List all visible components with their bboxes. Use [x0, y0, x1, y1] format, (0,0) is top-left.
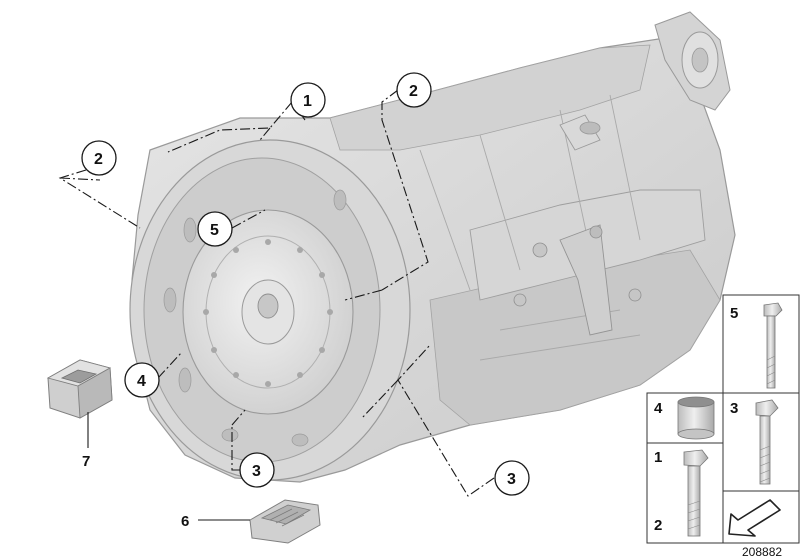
svg-text:3: 3: [507, 471, 516, 488]
legend-cell-5: [722, 294, 800, 394]
leader-lines: [58, 89, 495, 497]
output-flange: [654, 11, 731, 111]
selector-lever: [513, 224, 642, 336]
legend-label-5: 5: [730, 305, 738, 322]
callout-1: 1: [290, 82, 326, 118]
torque-converter: [182, 209, 354, 415]
bell-housing-windows: [163, 189, 347, 447]
legend-label-2: 2: [654, 517, 662, 534]
part-label-7: 7: [82, 453, 90, 470]
svg-text:2: 2: [409, 83, 418, 100]
callout-3-bottom: 3: [239, 452, 275, 488]
legend-label-1: 1: [654, 449, 662, 466]
callout-4: 4: [124, 362, 160, 398]
front-direction-arrow-icon: [728, 499, 781, 537]
svg-text:2: 2: [94, 151, 103, 168]
svg-text:3: 3: [252, 463, 261, 480]
case-ribs: [419, 94, 641, 361]
bolt-3-icon: [755, 399, 779, 485]
part-label-6: 6: [181, 513, 189, 530]
case-top-shade: [329, 44, 651, 151]
callout-2-left: 2: [81, 140, 117, 176]
svg-text:1: 1: [303, 93, 312, 110]
bolt-5-icon: [763, 302, 783, 389]
transmission-assembly: [129, 11, 736, 483]
document-number: 208882: [742, 545, 782, 559]
callout-2-top: 2: [396, 72, 432, 108]
part-6-clip: [249, 499, 321, 544]
fastener-legend: 5 4 3 1 2: [646, 294, 800, 544]
bolt-1-2-icon: [683, 449, 709, 537]
callout-5: 5: [197, 211, 233, 247]
svg-text:5: 5: [210, 222, 219, 239]
part-7-transmission-mount: [46, 359, 113, 419]
callout-3-right: 3: [494, 460, 530, 496]
sleeve-4-icon: [677, 396, 715, 440]
legend-label-4: 4: [654, 400, 663, 417]
breather-pipe: [559, 114, 601, 151]
converter-bolt-holes: [203, 239, 333, 387]
svg-text:4: 4: [137, 373, 146, 390]
legend-label-3: 3: [730, 400, 738, 417]
